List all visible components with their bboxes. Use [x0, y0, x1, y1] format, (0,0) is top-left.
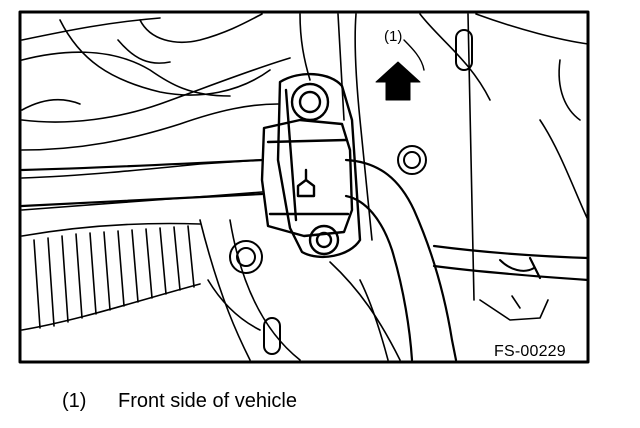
- stabilizer-bar: [20, 158, 590, 362]
- panel-bolt-holes: [229, 29, 535, 355]
- callout-label: (1): [384, 28, 403, 45]
- illustration-frame: [18, 10, 590, 364]
- figure-code: FS-00229: [494, 343, 566, 360]
- stabilizer-clamp: [260, 72, 362, 259]
- legend-item-text: Front side of vehicle: [118, 390, 297, 412]
- callout-leader: [403, 39, 425, 71]
- legend-item-number: (1): [62, 390, 87, 412]
- legend: (1) Front side of vehicle: [62, 390, 297, 413]
- front-direction-arrow: [375, 61, 421, 101]
- steering-boot: [21, 222, 201, 331]
- body-contours: [21, 13, 589, 361]
